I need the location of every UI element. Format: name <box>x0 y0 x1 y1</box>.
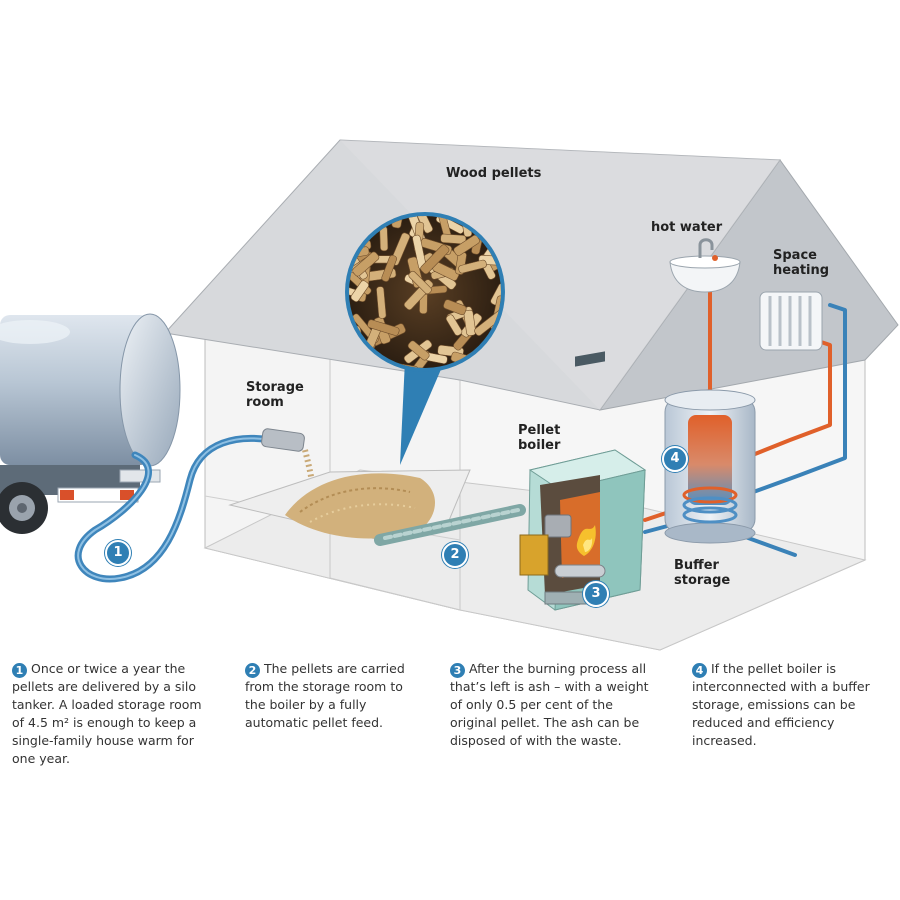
label-space-heating-line2: heating <box>773 263 830 278</box>
pellet-piece <box>408 270 432 295</box>
pellet-piece <box>453 234 480 256</box>
pellet-piece <box>367 319 400 336</box>
pellet-piece <box>381 254 397 282</box>
label-pellet-boiler-line1: Pellet <box>518 423 561 438</box>
label-storage-room-line2: room <box>246 395 284 410</box>
pellet-piece <box>443 299 467 316</box>
label-pellet-boiler: Pellet boiler <box>518 423 560 453</box>
pellet-piece <box>463 309 477 336</box>
caption-number-3: 3 <box>450 663 465 678</box>
caption-number-1: 1 <box>12 663 27 678</box>
caption-text-2: The pellets are carried from the storage… <box>245 661 405 730</box>
pellet-piece <box>407 340 430 361</box>
label-space-heating: Space heating <box>773 248 829 278</box>
pellet-piece <box>350 280 369 302</box>
radiator-space-heating <box>759 291 823 351</box>
pellet-piece <box>352 251 380 277</box>
pellet-piece <box>420 244 450 275</box>
label-pellet-boiler-line2: boiler <box>518 438 561 453</box>
label-wood-pellets: Wood pellets <box>446 166 542 181</box>
label-space-heating-line1: Space <box>773 248 817 263</box>
caption-text-3: After the burning process all that’s lef… <box>450 661 649 748</box>
label-buffer-storage-line1: Buffer <box>674 558 719 573</box>
step-badge-1: 1 <box>105 540 131 566</box>
label-storage-room: Storage room <box>246 380 304 410</box>
sink-hot-water <box>669 238 741 293</box>
pellet-piece <box>458 259 487 274</box>
pellet-boiler <box>519 351 647 611</box>
pellet-pile <box>228 449 471 541</box>
caption-text-4: If the pellet boiler is interconnected w… <box>692 661 870 748</box>
step-badge-3: 3 <box>583 581 609 607</box>
caption-number-4: 4 <box>692 663 707 678</box>
buffer-storage-tank <box>664 389 756 544</box>
pellet-piece <box>445 314 463 336</box>
label-hot-water: hot water <box>651 220 723 235</box>
pellet-piece <box>376 286 387 319</box>
pellet-feed-auger <box>374 504 526 546</box>
step-badge-2: 2 <box>442 542 468 568</box>
label-storage-room-line1: Storage <box>246 380 304 395</box>
label-buffer-storage-line2: storage <box>674 573 731 588</box>
silo-tanker <box>0 313 181 534</box>
pellet-closeup <box>345 212 505 465</box>
pellet-piece <box>490 283 501 306</box>
step-badge-4: 4 <box>662 446 688 472</box>
caption-number-2: 2 <box>245 663 260 678</box>
pellet-piece <box>440 233 467 245</box>
label-buffer-storage: Buffer storage <box>674 558 730 588</box>
caption-text-1: Once or twice a year the pellets are del… <box>12 661 202 766</box>
